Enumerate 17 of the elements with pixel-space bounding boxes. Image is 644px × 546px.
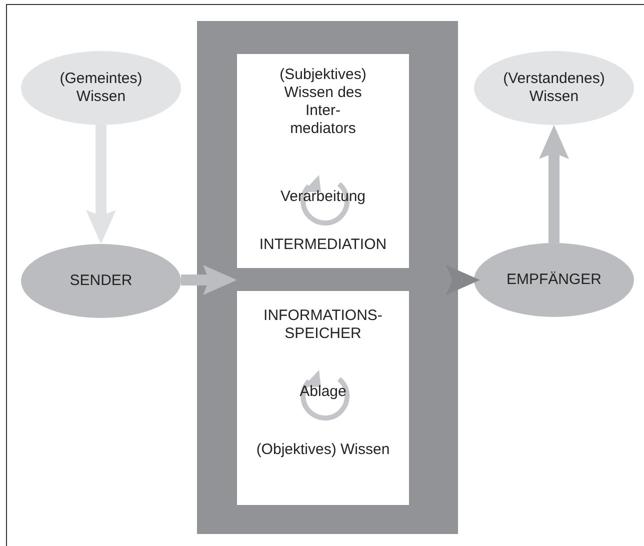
storage-box bbox=[237, 291, 409, 505]
intermediation-box bbox=[237, 54, 409, 268]
arrow bbox=[86, 125, 116, 244]
arrow bbox=[446, 265, 480, 295]
node-label: (Verstandenes) Wissen bbox=[502, 70, 606, 106]
node-label: (Objektives) Wissen bbox=[255, 441, 391, 459]
node-label: (Gemeintes) Wissen bbox=[58, 70, 144, 106]
node-label: Verarbeitung bbox=[279, 188, 367, 206]
arrow bbox=[539, 125, 569, 243]
node-label: INFORMATIONS- SPEICHER bbox=[262, 307, 384, 343]
node-label: (Subjektives) Wissen des Inter- mediators bbox=[278, 66, 368, 138]
intermediary-frame bbox=[197, 21, 458, 534]
node-label: EMPFÄNGER bbox=[505, 271, 602, 289]
node-label: Ablage bbox=[298, 383, 348, 401]
node-label: INTERMEDIATION bbox=[258, 236, 388, 254]
arrow bbox=[181, 265, 237, 295]
node-label: SENDER bbox=[68, 272, 134, 290]
